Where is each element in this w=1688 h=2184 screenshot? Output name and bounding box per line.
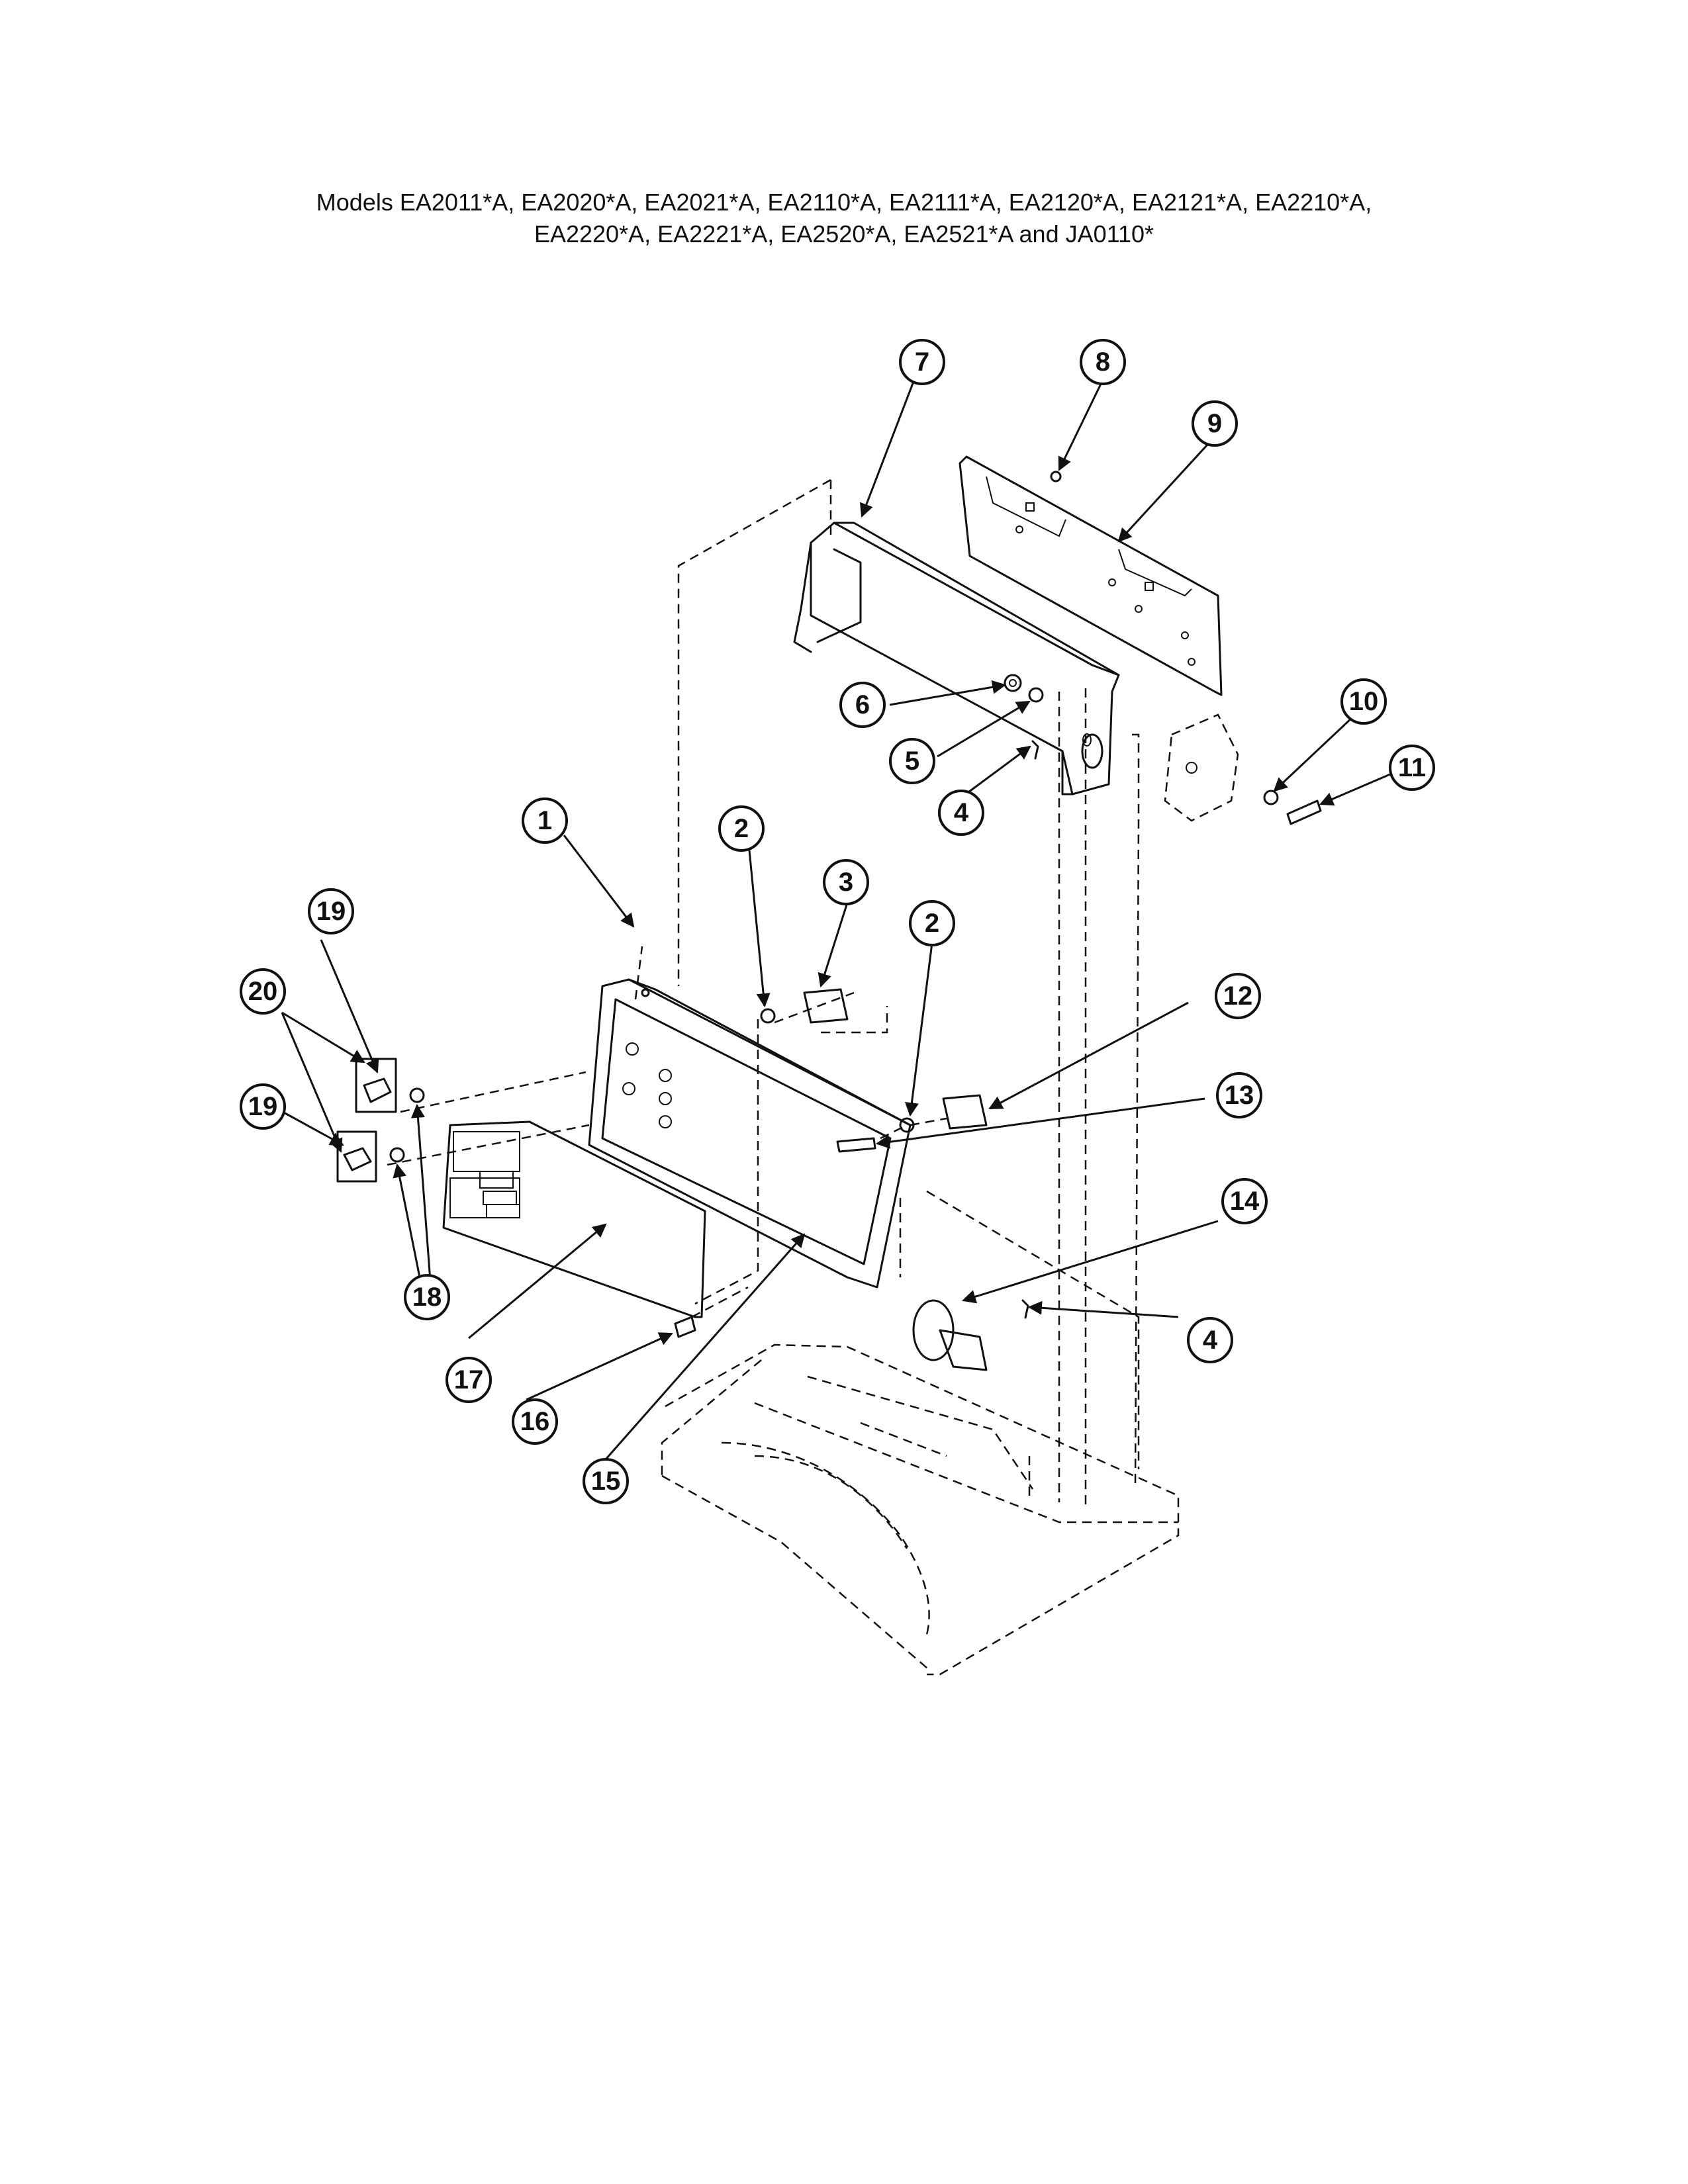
- fasteners-top: [1004, 471, 1322, 825]
- callout-2-right: 2: [909, 900, 955, 946]
- callout-3-label: 3: [839, 868, 853, 897]
- callout-2-left-label: 2: [734, 814, 749, 843]
- callout-5: 5: [889, 738, 935, 784]
- callout-11-label: 11: [1398, 753, 1426, 782]
- callout-4-top: 4: [938, 790, 984, 836]
- callout-19-top: 19: [308, 888, 354, 934]
- console-panel: [588, 978, 912, 1289]
- callout-9: 9: [1192, 400, 1238, 447]
- callout-16: 16: [512, 1398, 558, 1445]
- console-bracket: [793, 522, 1120, 796]
- diagram-title: Models EA2011*A, EA2020*A, EA2021*A, EA2…: [0, 187, 1688, 250]
- switches: [674, 988, 1029, 1371]
- callout-19-bottom-label: 19: [248, 1092, 278, 1121]
- callout-20: 20: [240, 968, 286, 1015]
- callout-13-label: 13: [1225, 1081, 1254, 1110]
- callout-2-left: 2: [718, 805, 765, 852]
- callout-6: 6: [839, 682, 886, 728]
- callout-20-label: 20: [248, 977, 278, 1006]
- callout-1-label: 1: [538, 806, 552, 835]
- hinge-bracket: [1164, 713, 1239, 822]
- callout-3: 3: [823, 859, 869, 905]
- callout-15-label: 15: [591, 1467, 621, 1496]
- callout-17: 17: [445, 1357, 492, 1403]
- cabinet-frame: [677, 478, 1140, 1509]
- callout-17-label: 17: [454, 1365, 484, 1394]
- callout-19-top-label: 19: [316, 897, 346, 926]
- callout-13: 13: [1216, 1072, 1262, 1118]
- callout-7-label: 7: [915, 347, 929, 377]
- callout-4-top-label: 4: [954, 798, 969, 827]
- callout-7: 7: [899, 339, 945, 385]
- callout-8-label: 8: [1096, 347, 1110, 377]
- title-line-2: EA2220*A, EA2221*A, EA2520*A, EA2521*A a…: [534, 220, 1154, 248]
- callout-6-label: 6: [855, 690, 870, 719]
- callout-10: 10: [1340, 678, 1387, 725]
- callout-14: 14: [1221, 1178, 1268, 1224]
- title-line-1: Models EA2011*A, EA2020*A, EA2021*A, EA2…: [316, 189, 1372, 216]
- callout-10-label: 10: [1349, 687, 1379, 716]
- callout-18: 18: [404, 1274, 450, 1320]
- callout-8: 8: [1080, 339, 1126, 385]
- callout-11: 11: [1389, 745, 1435, 791]
- callout-19-bottom: 19: [240, 1083, 286, 1130]
- cabinet-base: [661, 1343, 1180, 1676]
- leader-lines: [281, 379, 1391, 1460]
- control-overlay: [442, 1120, 706, 1318]
- callout-4-bottom-label: 4: [1203, 1326, 1218, 1355]
- callout-16-label: 16: [520, 1407, 550, 1436]
- callout-9-label: 9: [1207, 409, 1222, 438]
- callout-4-bottom: 4: [1187, 1317, 1233, 1363]
- callout-5-label: 5: [905, 747, 919, 776]
- knob-assemblies: [336, 1058, 425, 1183]
- callout-18-label: 18: [412, 1283, 442, 1312]
- callout-14-label: 14: [1230, 1187, 1260, 1216]
- callout-1: 1: [522, 797, 568, 844]
- callout-2-right-label: 2: [925, 909, 939, 938]
- callout-12: 12: [1215, 973, 1261, 1019]
- control-plate: [959, 455, 1223, 696]
- callout-12-label: 12: [1223, 981, 1253, 1011]
- callout-15: 15: [583, 1458, 629, 1504]
